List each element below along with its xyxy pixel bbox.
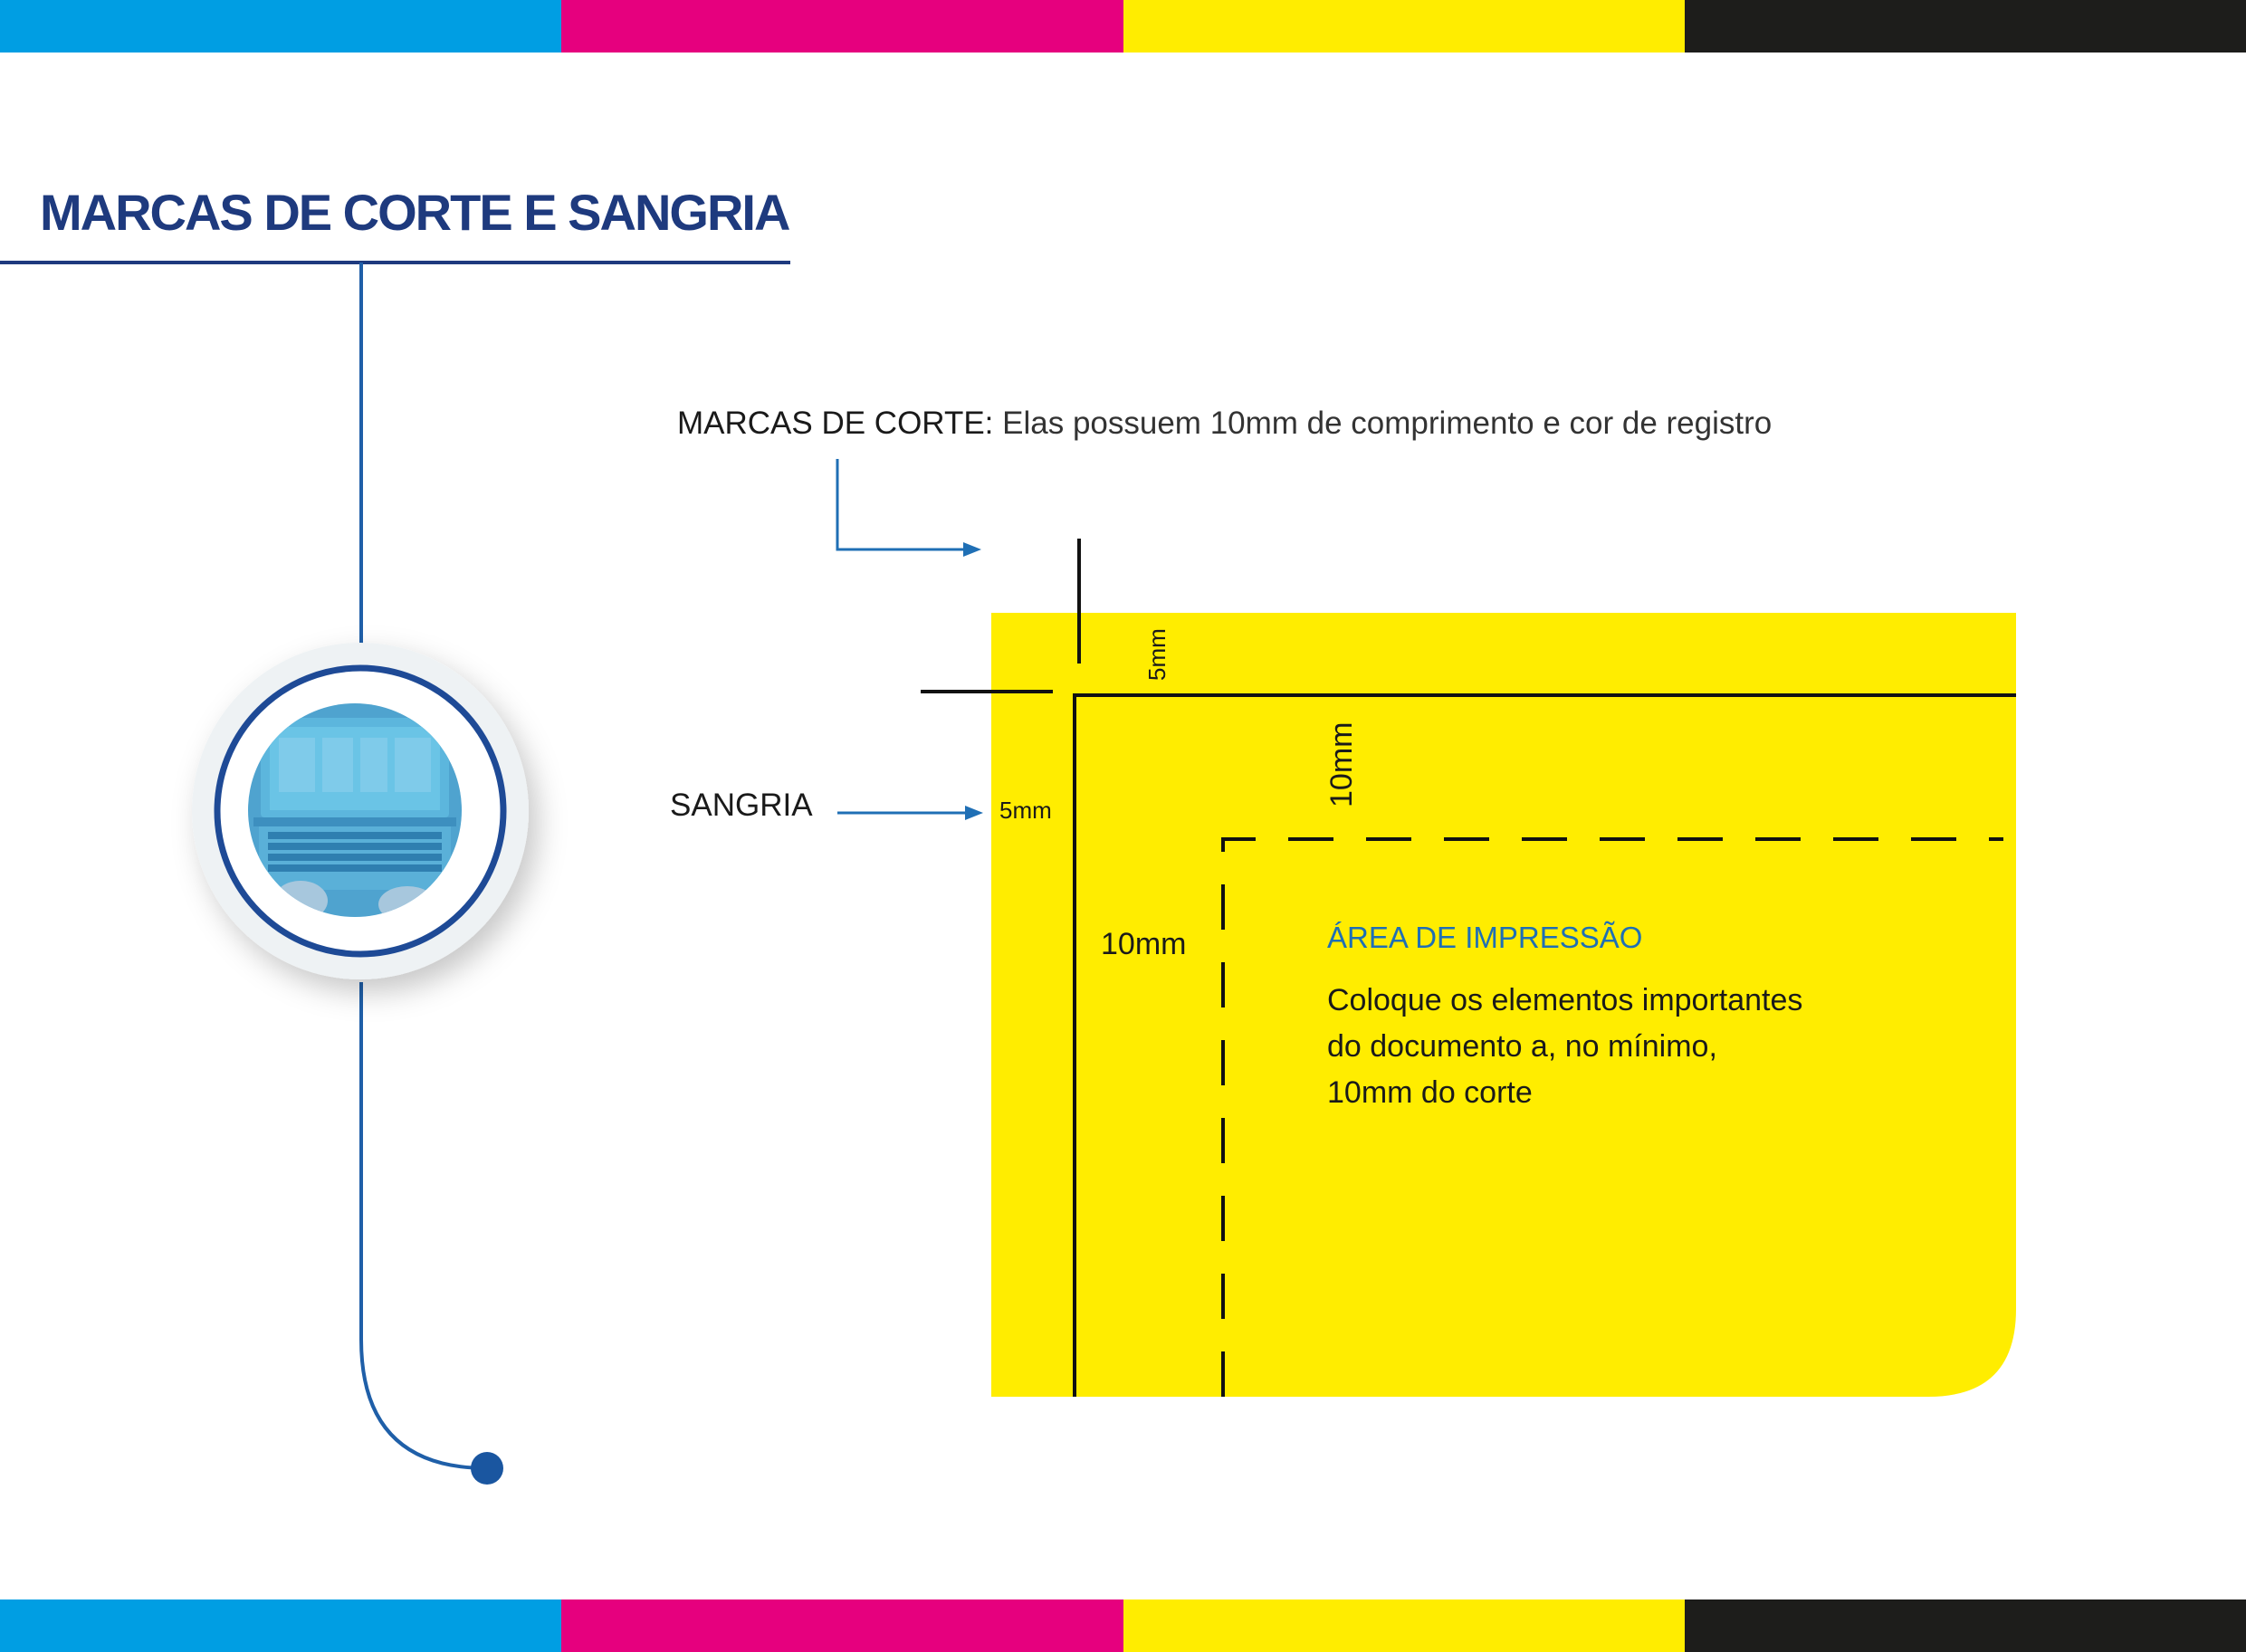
crop-marks-label: MARCAS DE CORTE: — [677, 406, 994, 441]
timeline-dot-icon — [471, 1452, 503, 1485]
print-area-note-line: do documento a, no mínimo, — [1327, 1029, 1717, 1064]
black-segment — [1684, 0, 2246, 53]
laptop-icon — [248, 703, 462, 917]
cyan-segment — [0, 1599, 562, 1652]
print-area-note-line: 10mm do corte — [1327, 1075, 1533, 1110]
arrow-right-icon — [963, 542, 981, 557]
magenta-segment — [561, 1599, 1123, 1652]
arrow-right-icon — [965, 806, 983, 820]
print-area-title: ÁREA DE IMPRESSÃO — [1327, 921, 1643, 954]
trim-line — [1073, 693, 2016, 1397]
crop-arrow-line — [836, 459, 965, 551]
safe-top-measure: 10mm — [1324, 721, 1359, 807]
cyan-segment — [0, 0, 562, 53]
bleed-area — [991, 613, 2016, 1397]
crop-marks-description: Elas possuem 10mm de comprimento e cor d… — [1002, 406, 1773, 441]
page-title: MARCAS DE CORTE E SANGRIA — [40, 184, 790, 241]
timeline-line-bottom — [359, 982, 488, 1470]
print-area-note-line: Coloque os elementos importantes — [1327, 983, 1803, 1017]
magenta-segment — [561, 0, 1123, 53]
bleed-left-measure: 5mm — [999, 797, 1052, 824]
bleed-label: SANGRIA — [670, 788, 813, 823]
yellow-segment — [1123, 1599, 1685, 1652]
black-segment — [1684, 1599, 2246, 1652]
cmyk-bar-top — [0, 0, 2246, 53]
bleed-top-measure: 5mm — [1143, 628, 1171, 681]
laptop-photo — [248, 703, 462, 917]
safe-area-line — [1221, 837, 2003, 1397]
cmyk-bar-bottom — [0, 1599, 2246, 1652]
crop-marks-caption: MARCAS DE CORTE: Elas possuem 10mm de co… — [677, 406, 1772, 442]
yellow-segment — [1123, 0, 1685, 53]
safe-left-measure: 10mm — [1101, 927, 1187, 961]
